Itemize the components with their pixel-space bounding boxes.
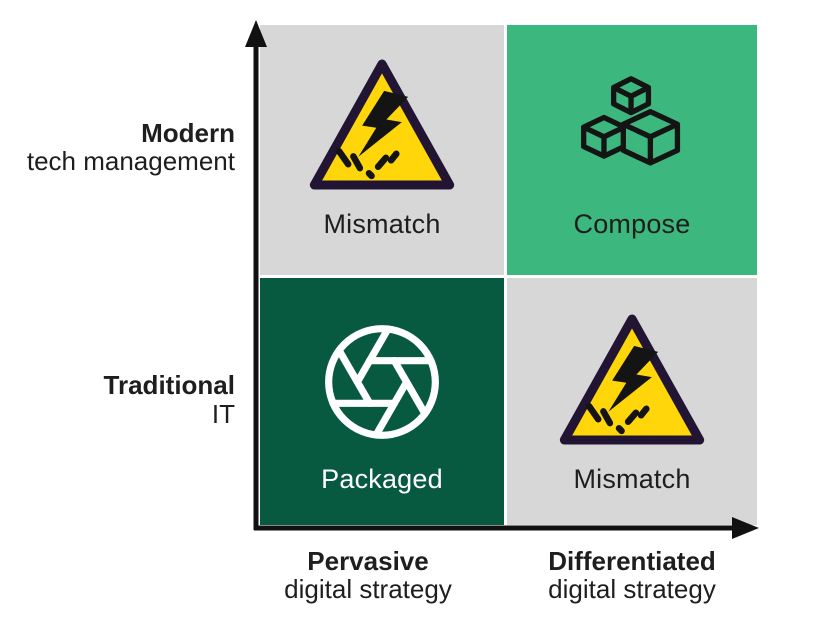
x-axis-label-differentiated: Differentiated digital strategy (472, 547, 792, 603)
quadrant-bottom-left: Packaged (260, 278, 504, 525)
quadrant-label-compose: Compose (573, 209, 691, 239)
building-blocks-cubes-icon (569, 73, 695, 189)
quadrant-bottom-right: Mismatch (507, 278, 757, 525)
quadrant-label-mismatch: Mismatch (323, 209, 441, 239)
quadrant-top-right: Compose (507, 25, 757, 275)
electrical-hazard-warning-icon (304, 55, 460, 198)
x-axis-label-emphasis: Differentiated (548, 546, 716, 576)
aperture-icon (318, 318, 446, 446)
x-axis-label-emphasis: Pervasive (307, 546, 429, 576)
electrical-hazard-warning-icon (554, 310, 710, 453)
y-axis-label-modern: Modern tech management (0, 119, 235, 175)
y-axis-label-rest: IT (211, 399, 235, 429)
y-axis-label-emphasis: Traditional (103, 370, 235, 400)
y-axis-label-rest: tech management (26, 146, 235, 176)
x-axis-label-rest: digital strategy (548, 574, 716, 604)
y-axis-label-emphasis: Modern (141, 118, 235, 148)
x-axis-label-pervasive: Pervasive digital strategy (208, 547, 528, 603)
quadrant-top-left: Mismatch (260, 25, 504, 275)
quadrant-label-packaged: Packaged (321, 464, 443, 494)
x-axis-label-rest: digital strategy (284, 574, 452, 604)
y-axis-label-traditional: Traditional IT (0, 371, 235, 429)
quadrant-label-mismatch: Mismatch (573, 464, 691, 494)
